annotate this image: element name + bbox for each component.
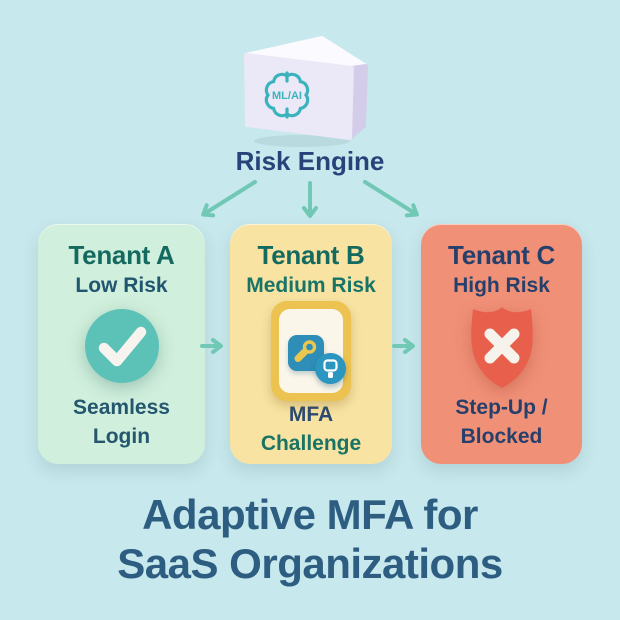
tenant-a-card: Tenant A Low Risk Seamless Login <box>38 224 205 464</box>
otp-device-icon <box>323 359 338 378</box>
tenant-c-card: Tenant C High Risk Step-Up / Blocked <box>421 224 582 464</box>
tenant-c-action-line2: Blocked <box>460 424 543 448</box>
tenant-b-risk-level: Medium Risk <box>246 274 376 297</box>
cube-shadow <box>254 135 350 147</box>
device-badge <box>315 352 346 384</box>
key-icon <box>294 339 317 362</box>
tenant-b-action-line2: Challenge <box>260 431 362 455</box>
diagram-title-line1: Adaptive MFA for <box>142 491 478 538</box>
tenant-c-action: Step-Up / Blocked <box>455 394 547 451</box>
mfa-key-device-icon <box>271 300 351 401</box>
tenant-b-action-line1: MFA <box>288 403 334 427</box>
diagram-title: Adaptive MFA for SaaS Organizations <box>0 491 620 588</box>
tenant-c-icon-area <box>421 298 582 394</box>
diagram-title-line2: SaaS Organizations <box>117 539 503 587</box>
tenant-a-action-line1: Seamless <box>73 396 170 420</box>
check-circle-icon <box>84 309 159 384</box>
tenant-c-risk-level: High Risk <box>453 274 550 297</box>
cube-front-face <box>244 53 354 140</box>
tenant-c-title: Tenant C <box>448 240 555 270</box>
tenant-a-risk-level: Low Risk <box>75 274 168 297</box>
tenant-b-icon-area <box>230 298 392 401</box>
ml-ai-brain-icon <box>264 71 310 119</box>
arrow-a-to-b <box>200 338 223 354</box>
tenant-b-action: MFA Challenge <box>261 401 361 458</box>
shield-x-icon <box>470 307 533 389</box>
ml-ai-label: ML/AI <box>272 90 302 102</box>
tenant-a-icon-area <box>38 298 205 394</box>
tenant-b-card: Tenant B Medium Risk <box>230 224 392 464</box>
tenant-c-action-line1: Step-Up / <box>455 396 548 420</box>
risk-engine-label: Risk Engine <box>235 146 385 176</box>
tenant-a-title: Tenant A <box>68 240 175 270</box>
tenant-b-title: Tenant B <box>257 240 365 270</box>
risk-engine-cube: ML/AI <box>244 36 368 147</box>
arrow-to-tenant-c <box>363 180 419 218</box>
tenant-a-action: Seamless Login <box>73 394 170 451</box>
tenant-a-action-line2: Login <box>92 424 151 448</box>
fan-arrows <box>201 180 419 218</box>
arrow-to-tenant-a <box>201 180 257 218</box>
arrow-b-to-c <box>392 338 415 354</box>
